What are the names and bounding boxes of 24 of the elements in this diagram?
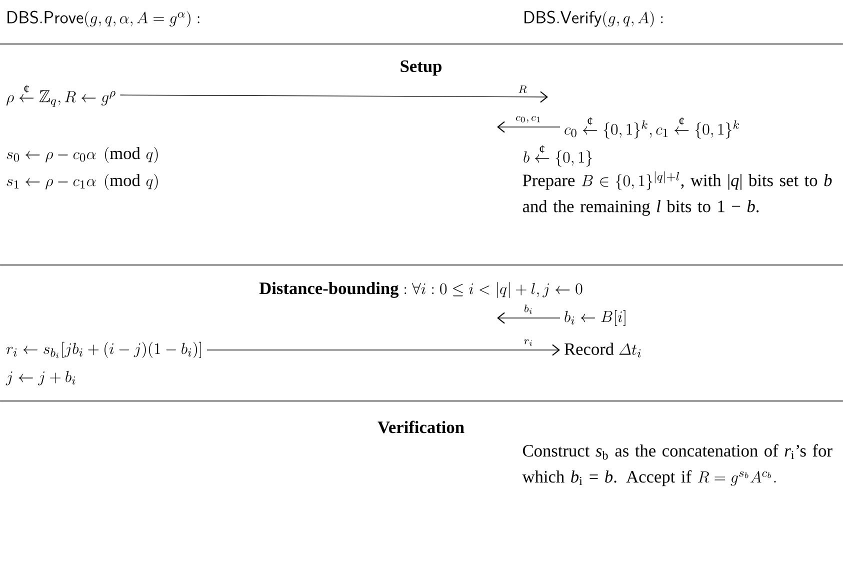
- message-arrow: [497, 121, 560, 133]
- message-arrow: [120, 91, 548, 103]
- step-description: Construct s$_{b}$ as the concatenation of r$_{i}$’s for which b$_{i}$ = b. Accept if $R = g^{s_b}A^{c_b}.$: [522, 444, 832, 486]
- computation-step: $b \stackrel{\text{¢}}{\leftarrow} \{0,1\}$: [524, 145, 592, 166]
- protocol-header: $\mathsf{DBS.Verify}(g, q, A):$: [524, 10, 663, 28]
- edge-label: $r_i$: [524, 339, 532, 346]
- message-arrow: [206, 344, 560, 356]
- section-heading: $\textbf{Distance-bounding}: \forall i : 0 \le i < |q| + l, j \leftarrow 0$: [259, 282, 582, 298]
- edge-label: $R$: [518, 85, 527, 93]
- section-heading: Setup: [400, 60, 442, 76]
- edge-label: $b_i$: [524, 304, 532, 314]
- message-arrow: [497, 312, 560, 324]
- computation-step: $\text{Record }\varDelta t_i$: [564, 342, 641, 358]
- computation-step: $\rho \stackrel{\text{¢}}{\leftarrow} \mathbb{Z}_q, R \leftarrow g^{\rho}$: [6, 84, 116, 107]
- step-description: Prepare $B \in \{0,1\}^{|q|+l}$, with |q| bits set to b and the remaining l bits to 1 − b.: [522, 171, 832, 216]
- computation-step: $j \leftarrow j + b_i$: [6, 370, 76, 386]
- protocol-header: $\mathsf{DBS.Prove}(g, q, \alpha, A = g^{\alpha}):$: [8, 10, 200, 28]
- computation-step: $s_0 \leftarrow \rho - c_0\alpha \pmod{q}$: [6, 146, 158, 164]
- section-heading: Verification: [378, 420, 464, 434]
- computation-step: $s_1 \leftarrow \rho - c_1\alpha \pmod{q}$: [6, 174, 158, 190]
- computation-step: $r_i \leftarrow s_{b_i}[jb_i + (i-j)(1-b_i)]$: [6, 342, 202, 358]
- edge-label: $c_0, c_1$: [516, 116, 540, 123]
- computation-step: $b_i \leftarrow B[i]$: [564, 310, 626, 326]
- computation-step: $c_0 \stackrel{\text{¢}}{\leftarrow} \{0,1\}^k, c_1 \stackrel{\text{¢}}{\leftarrow} \{0,1\}^k$: [564, 117, 739, 138]
